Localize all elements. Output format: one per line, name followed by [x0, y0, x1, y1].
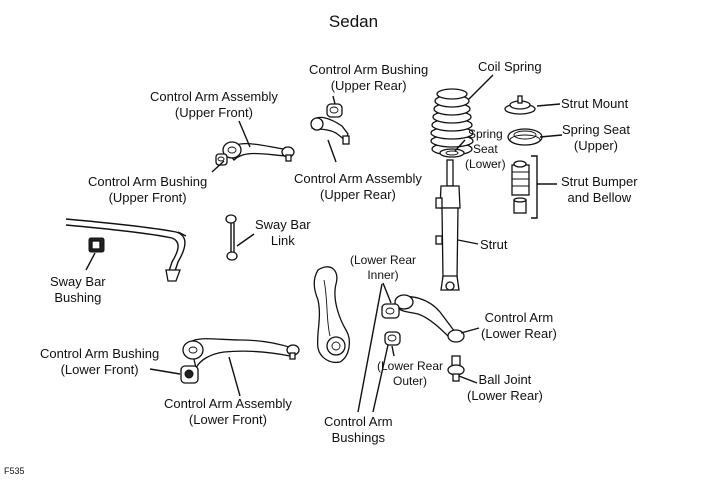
ca-assembly-upper-rear-part	[310, 116, 350, 145]
label-ca-bushing-lower-front: Control Arm Bushing (Lower Front)	[40, 346, 160, 377]
label-ca-bushing-upper-front: Control Arm Bushing (Upper Front)	[88, 174, 208, 205]
label-lower-rear-outer: (Lower Rear Outer)	[377, 359, 444, 388]
ca-lower-rear-part	[394, 294, 465, 343]
label-ca-bushing-upper-rear: Control Arm Bushing (Upper Rear)	[309, 62, 429, 93]
bushing-lower-rear-outer-part	[384, 331, 401, 346]
label-spring-seat-upper: Spring Seat (Upper)	[562, 122, 630, 153]
label-sway-bar-bushing: Sway Bar Bushing	[50, 274, 106, 305]
diagram-title: Sedan	[328, 12, 379, 31]
figure-code: F535	[4, 466, 25, 476]
label-strut: Strut	[480, 237, 508, 252]
strut-part	[435, 159, 461, 291]
ca-bushing-upper-front-part	[215, 153, 228, 166]
label-spring-seat-lower: Spring Seat (Lower)	[465, 127, 506, 171]
ca-bushing-lower-front-part	[180, 365, 199, 384]
label-ca-assembly-lower-front: Control Arm Assembly (Lower Front)	[164, 396, 292, 427]
label-ca-bushings: Control Arm Bushings	[324, 414, 393, 445]
label-strut-mount: Strut Mount	[561, 96, 629, 111]
ball-joint-part	[447, 355, 465, 382]
label-ca-assembly-upper-front: Control Arm Assembly (Upper Front)	[150, 89, 278, 120]
sway-bar-part	[65, 218, 187, 282]
strut-bumper-part	[511, 160, 530, 214]
sway-bar-bushing-part	[88, 237, 105, 253]
label-ca-lower-rear: Control Arm (Lower Rear)	[481, 310, 557, 341]
spring-seat-lower-part	[439, 148, 465, 158]
bushing-lower-rear-inner-part	[381, 303, 400, 319]
label-lower-rear-inner: (Lower Rear Inner)	[350, 253, 417, 282]
label-ball-joint-lower-rear: Ball Joint (Lower Rear)	[467, 372, 543, 403]
sway-bar-link-part	[225, 214, 238, 261]
spring-seat-upper-part	[507, 128, 543, 146]
label-coil-spring: Coil Spring	[478, 59, 542, 74]
ca-bushing-upper-rear-part	[326, 103, 343, 118]
steering-knuckle-part	[313, 266, 351, 364]
label-sway-bar-link: Sway Bar Link	[255, 217, 311, 248]
coil-spring-part	[430, 88, 474, 156]
label-strut-bumper: Strut Bumper and Bellow	[561, 174, 638, 205]
label-ca-assembly-upper-rear: Control Arm Assembly (Upper Rear)	[294, 171, 422, 202]
ca-assembly-lower-front-part	[182, 338, 300, 370]
strut-mount-part	[504, 95, 536, 115]
ca-assembly-upper-front-part	[222, 141, 295, 162]
leader-lines	[85, 74, 563, 413]
